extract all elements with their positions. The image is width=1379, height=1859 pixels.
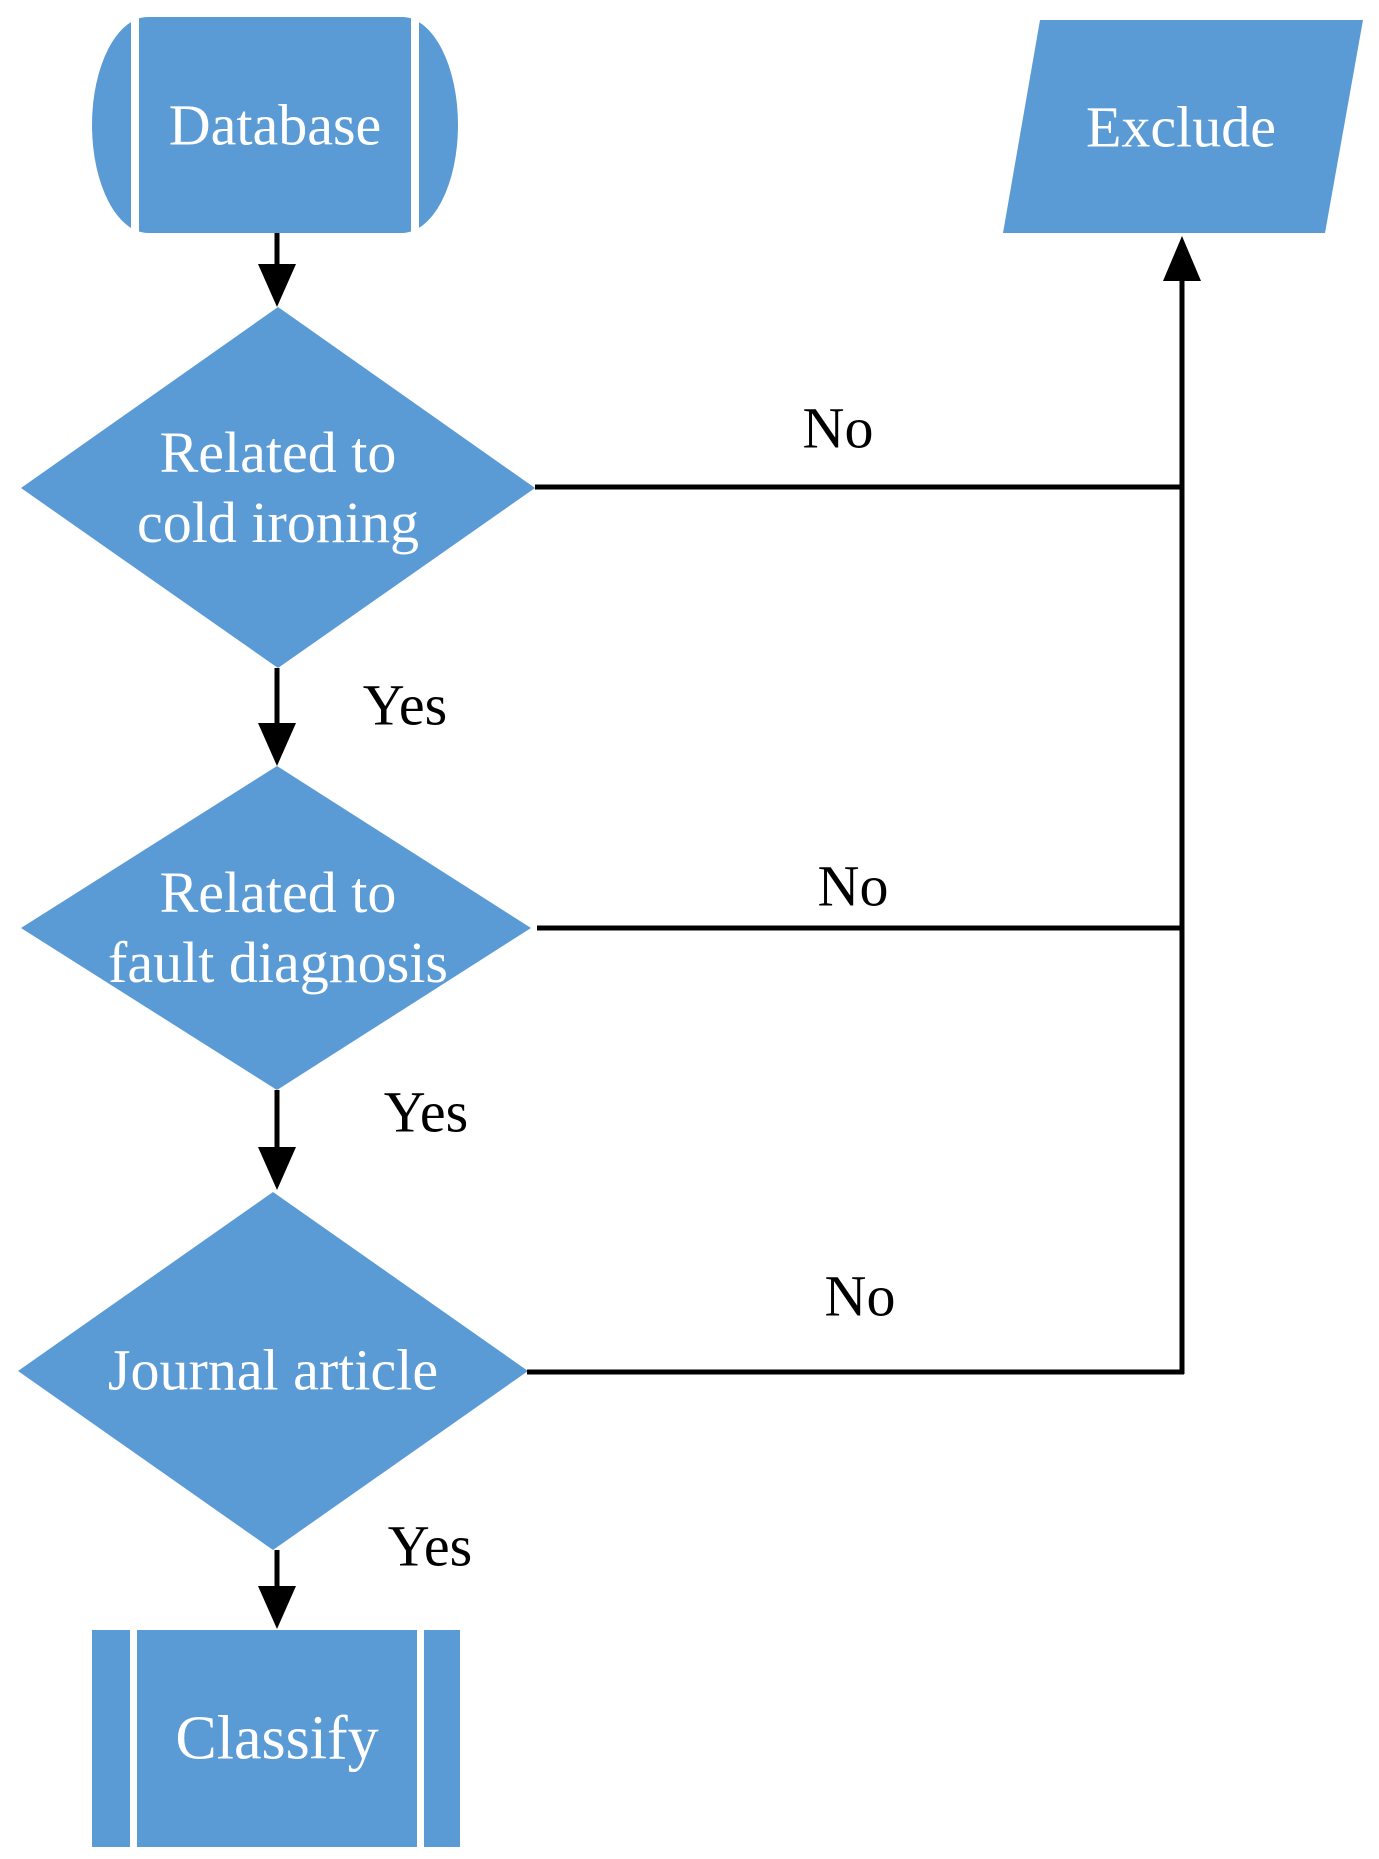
database-drum-left-seam	[131, 17, 139, 233]
database-node	[92, 17, 458, 233]
decision-journal-article-node	[18, 1192, 528, 1550]
classify-main-rect	[137, 1630, 417, 1847]
database-drum-right-seam	[411, 17, 419, 233]
database-drum-shape	[92, 17, 458, 233]
arrowhead-into-decision1	[258, 264, 296, 307]
classify-left-bar	[92, 1630, 130, 1847]
decision-fault-diagnosis-node	[21, 766, 531, 1090]
decision-cold-ironing-node	[21, 307, 535, 668]
arrowhead-into-decision3	[258, 1147, 296, 1190]
classify-right-bar	[424, 1630, 460, 1847]
exclude-node	[1003, 20, 1363, 233]
arrowhead-into-exclude	[1163, 236, 1201, 281]
arrowhead-into-decision2	[258, 723, 296, 766]
classify-node	[92, 1630, 460, 1847]
arrowhead-into-classify	[258, 1586, 296, 1629]
